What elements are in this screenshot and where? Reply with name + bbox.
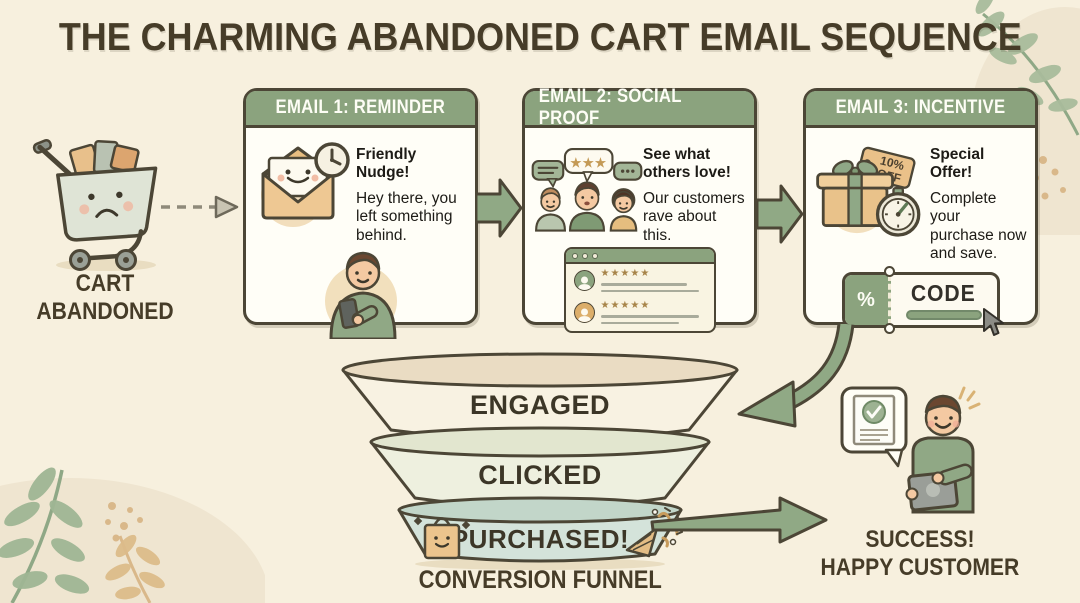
page-title: THE CHARMING ABANDONED CART EMAIL SEQUEN… — [58, 16, 1022, 59]
email-2-body: Our customers rave about this. — [643, 189, 745, 244]
coupon-bar — [905, 310, 982, 320]
success-label: SUCCESS!HAPPY CUSTOMER — [820, 526, 1020, 581]
email-2-header: EMAIL 2: SOCIAL PROOF — [525, 86, 754, 129]
abandoned-cart-illustration — [32, 139, 158, 271]
cart-item-green — [92, 140, 119, 175]
arrow-right-icon — [476, 178, 523, 238]
shopping-bag-icon — [413, 516, 471, 560]
arrow-right-icon — [757, 184, 804, 244]
email-1-body: Hey there, you left something behind. — [356, 189, 457, 244]
review-row: ★★★★★ — [566, 296, 714, 331]
happy-customer-illustration — [840, 386, 981, 514]
email-card-1: EMAIL 1: REMINDER Friendly Nudge! — [243, 88, 478, 340]
conversion-funnel-caption: CONVERSION FUNNEL — [418, 566, 662, 594]
email-1-headline: Friendly Nudge! — [356, 146, 417, 181]
confirmation-bubble-icon — [840, 386, 908, 454]
reviews-panel: ★★★★★ ★★★★★ — [563, 247, 716, 334]
checkmark-icon — [862, 400, 886, 424]
cart-wheel — [115, 249, 137, 271]
cart-item-orange — [109, 144, 140, 174]
person-with-phone-illustration — [324, 252, 397, 340]
leaf-decoration-bottom-left — [0, 467, 265, 603]
speech-bubble-icon — [531, 159, 565, 181]
funnel-stage-clicked: CLICKED — [478, 460, 602, 490]
sad-face — [95, 208, 119, 218]
curved-arrow-icon — [737, 324, 855, 428]
coupon-code-text: CODE — [911, 280, 976, 306]
review-stars: ★★★★★ — [600, 300, 651, 312]
cart-basket — [56, 166, 158, 242]
tablet-icon — [907, 470, 959, 512]
stopwatch-icon — [875, 186, 921, 237]
review-stars: ★★★★★ — [600, 268, 651, 280]
email-3-headline: Special Offer! — [930, 146, 985, 181]
tan-leaf-decoration — [105, 534, 165, 600]
coupon-code-illustration: % CODE — [841, 266, 1004, 336]
funnel-stage-purchased: PURCHASED! — [451, 524, 629, 554]
gift-discount-illustration: 10% OFF — [816, 146, 921, 237]
email-card-2: EMAIL 2: SOCIAL PROOF ★★★ — [522, 86, 757, 334]
svg-text:10%: 10% — [879, 154, 906, 174]
email-3-body: Complete your purchase now and save. — [930, 189, 1027, 263]
email-1-header: EMAIL 1: REMINDER — [246, 91, 475, 128]
avatar — [573, 270, 595, 292]
coupon-percent: % — [844, 275, 891, 325]
cart-item-tan — [68, 143, 101, 178]
conversion-funnel-illustration: ENGAGED CLICKED PURCHASED! — [341, 352, 739, 570]
funnel-layer-clicked — [369, 440, 711, 509]
funnel-layer-engaged — [341, 368, 739, 442]
avatar — [573, 302, 595, 324]
email-3-header: EMAIL 3: INCENTIVE — [806, 91, 1035, 128]
cursor-icon — [982, 308, 1004, 336]
customers-speech-bubbles-illustration: ★★★ — [531, 148, 643, 232]
review-row: ★★★★★ — [566, 264, 714, 296]
party-popper-icon — [625, 507, 683, 558]
bubble-stars: ★★★ — [570, 155, 607, 170]
dots-decoration-bottom-left — [105, 502, 143, 542]
funnel-stage-engaged: ENGAGED — [470, 390, 610, 420]
dashed-arrow-icon — [161, 195, 239, 219]
envelope-clock-icon — [261, 142, 350, 227]
browser-bar — [565, 249, 714, 265]
cart-wheel — [69, 249, 91, 271]
sparkle-icon — [958, 386, 981, 410]
funnel-layer-purchased — [397, 508, 683, 563]
email-card-3: EMAIL 3: INCENTIVE 10% OFF — [803, 88, 1038, 336]
email-2-headline: See what others love! — [643, 146, 731, 181]
document-icon — [852, 394, 896, 446]
